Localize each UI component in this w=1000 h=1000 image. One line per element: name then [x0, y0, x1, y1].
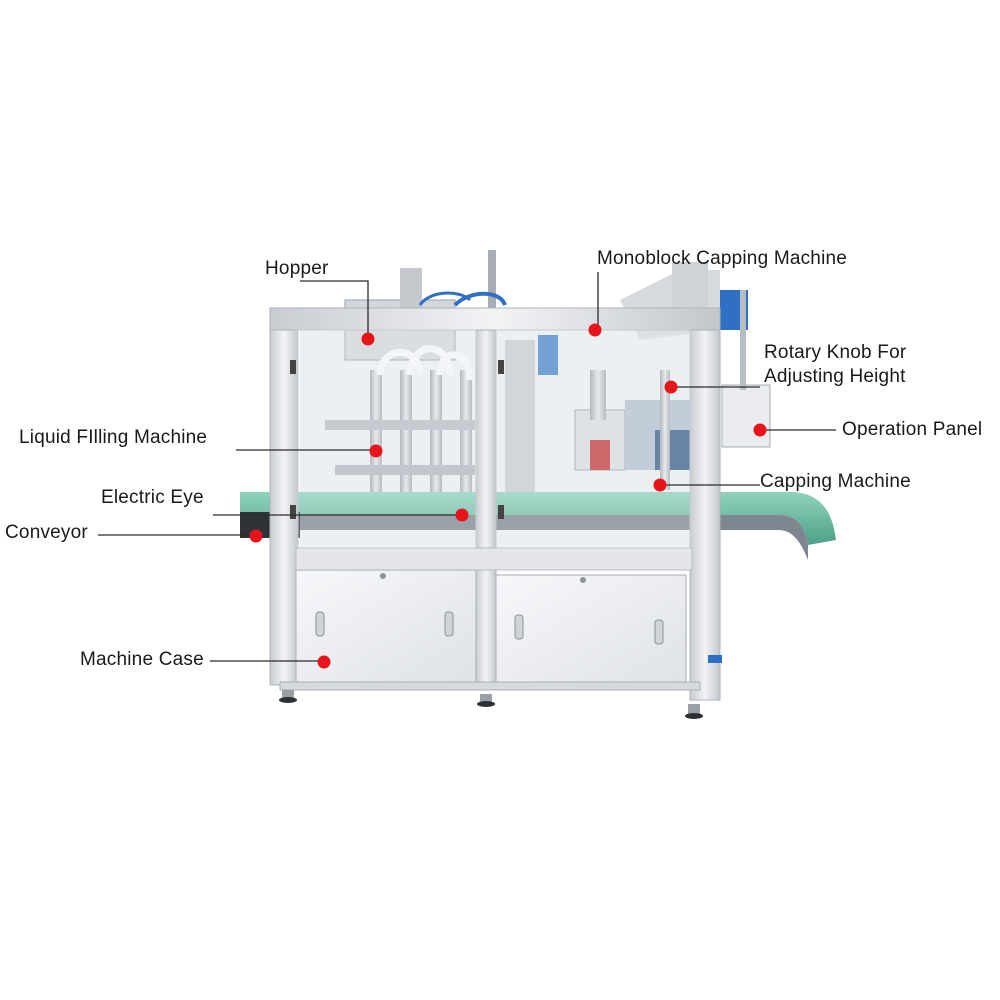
marker-hopper: [361, 332, 375, 346]
label-liquid-filling-machine: Liquid FIlling Machine: [19, 427, 208, 448]
marker-rotary-knob: [664, 380, 678, 394]
label-hopper: Hopper: [265, 258, 329, 279]
label-operation-panel: Operation Panel: [842, 419, 983, 440]
label-monoblock-capping-machine: Monoblock Capping Machine: [597, 248, 848, 269]
marker-monoblock: [588, 323, 602, 337]
leader-lines: [98, 272, 836, 662]
label-conveyor: Conveyor: [5, 522, 88, 543]
label-capping-machine: Capping Machine: [760, 471, 911, 492]
machine-frame: [269, 307, 721, 701]
marker-electric-eye: [455, 508, 469, 522]
marker-machine-case: [317, 655, 331, 669]
machine-case-cabinets: [279, 569, 722, 719]
label-machine-case: Machine Case: [80, 649, 204, 670]
callout-markers: [249, 323, 767, 669]
marker-operation-panel: [753, 423, 767, 437]
marker-capping-machine: [653, 478, 667, 492]
label-rotary-knob-line1: Rotary Knob For: [764, 342, 907, 363]
operation-panel-box: [721, 290, 771, 448]
leader-hopper: [300, 280, 369, 339]
label-rotary-knob-line2: Adjusting Height: [764, 366, 906, 387]
label-electric-eye: Electric Eye: [101, 487, 204, 508]
marker-conveyor: [249, 529, 263, 543]
marker-liquid-filling: [369, 444, 383, 458]
label-rotary-knob: Rotary Knob For Adjusting Height: [764, 341, 964, 389]
